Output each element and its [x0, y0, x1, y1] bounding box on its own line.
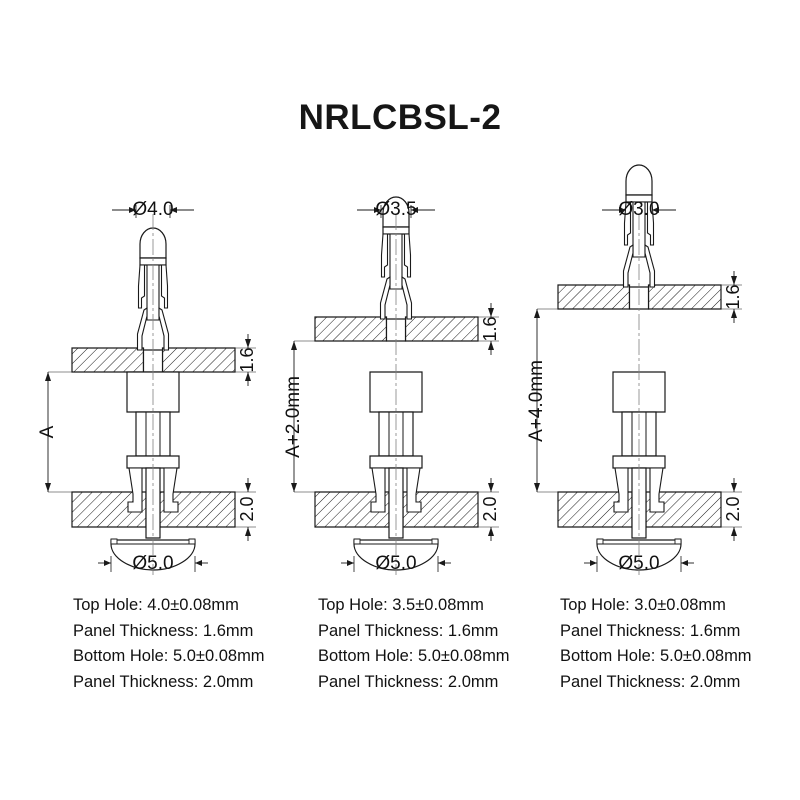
- standoff-part-left: [110, 227, 196, 571]
- dim-label-top-thickness-middle: 1.6: [480, 316, 500, 341]
- dim-label-standoff-middle: A+2.0mm: [283, 376, 304, 458]
- view-left-drawing: [45, 205, 256, 575]
- dim-label-bottom-thickness-middle: 2.0: [480, 496, 500, 521]
- dim-bottom-thickness-right: [721, 478, 742, 541]
- dim-bottom-diameter-left: [98, 556, 208, 572]
- dim-label-bottom-thickness-right: 2.0: [723, 496, 743, 521]
- bottom-panel-middle: [314, 491, 479, 528]
- page-title: NRLCBSL-2: [298, 98, 502, 137]
- dim-bottom-diameter-right: [584, 556, 694, 572]
- dim-standoff-left: [45, 371, 72, 493]
- dim-top-thickness-middle: [478, 303, 499, 355]
- spec-bottom-panel-thickness: Panel Thickness: 2.0mm: [318, 672, 499, 691]
- dim-standoff-middle: [291, 340, 315, 493]
- spec-bottom-panel-thickness: Panel Thickness: 2.0mm: [73, 672, 254, 691]
- dim-top-diameter-middle: [357, 205, 435, 218]
- spec-block-left: Top Hole: 4.0±0.08mm Panel Thickness: 1.…: [73, 593, 265, 695]
- spec-block-middle: Top Hole: 3.5±0.08mm Panel Thickness: 1.…: [318, 593, 510, 695]
- dim-top-thickness-right: [721, 271, 742, 323]
- dim-label-top-diameter-middle: Ø3.5: [375, 199, 416, 220]
- dim-label-bottom-diameter-left: Ø5.0: [132, 553, 173, 574]
- dim-label-top-diameter-right: Ø3.0: [618, 199, 659, 220]
- spec-bottom-hole: Bottom Hole: 5.0±0.08mm: [73, 647, 265, 665]
- dim-bottom-diameter-middle: [341, 556, 451, 572]
- top-panel-left: [71, 347, 236, 373]
- spec-bottom-hole: Bottom Hole: 5.0±0.08mm: [560, 647, 752, 665]
- dim-bottom-thickness-left: [235, 478, 256, 541]
- view-right-drawing: [534, 164, 742, 575]
- dim-label-bottom-diameter-right: Ø5.0: [618, 553, 659, 574]
- spec-top-hole: Top Hole: 4.0±0.08mm: [73, 596, 239, 614]
- bottom-panel-right: [557, 491, 722, 528]
- bottom-panel-left: [71, 491, 236, 528]
- top-panel-middle: [314, 316, 479, 342]
- dim-top-thickness-left: [235, 334, 256, 386]
- dim-top-diameter-left: [112, 205, 194, 218]
- dim-label-bottom-diameter-middle: Ø5.0: [375, 553, 416, 574]
- standoff-part-right: [596, 164, 682, 571]
- dim-label-top-thickness-right: 1.6: [723, 284, 743, 309]
- spec-top-panel-thickness: Panel Thickness: 1.6mm: [560, 621, 741, 640]
- spec-top-panel-thickness: Panel Thickness: 1.6mm: [318, 621, 499, 640]
- spec-block-right: Top Hole: 3.0±0.08mm Panel Thickness: 1.…: [560, 593, 752, 695]
- spec-top-hole: Top Hole: 3.5±0.08mm: [318, 596, 484, 614]
- spec-top-hole: Top Hole: 3.0±0.08mm: [560, 596, 726, 614]
- dim-bottom-thickness-middle: [478, 478, 499, 541]
- standoff-part-middle: [353, 196, 439, 571]
- dim-standoff-right: [534, 308, 558, 493]
- spec-bottom-panel-thickness: Panel Thickness: 2.0mm: [560, 672, 741, 691]
- dim-label-standoff-right: A+4.0mm: [526, 360, 547, 442]
- dim-top-diameter-right: [602, 205, 676, 218]
- view-middle-drawing: [291, 196, 499, 575]
- dim-label-standoff-left: A: [37, 425, 58, 438]
- dim-label-bottom-thickness-left: 2.0: [237, 496, 257, 521]
- dim-label-top-thickness-left: 1.6: [237, 347, 257, 372]
- top-panel-right: [557, 284, 722, 310]
- dim-label-top-diameter-left: Ø4.0: [132, 199, 173, 220]
- spec-bottom-hole: Bottom Hole: 5.0±0.08mm: [318, 647, 510, 665]
- spec-top-panel-thickness: Panel Thickness: 1.6mm: [73, 621, 254, 640]
